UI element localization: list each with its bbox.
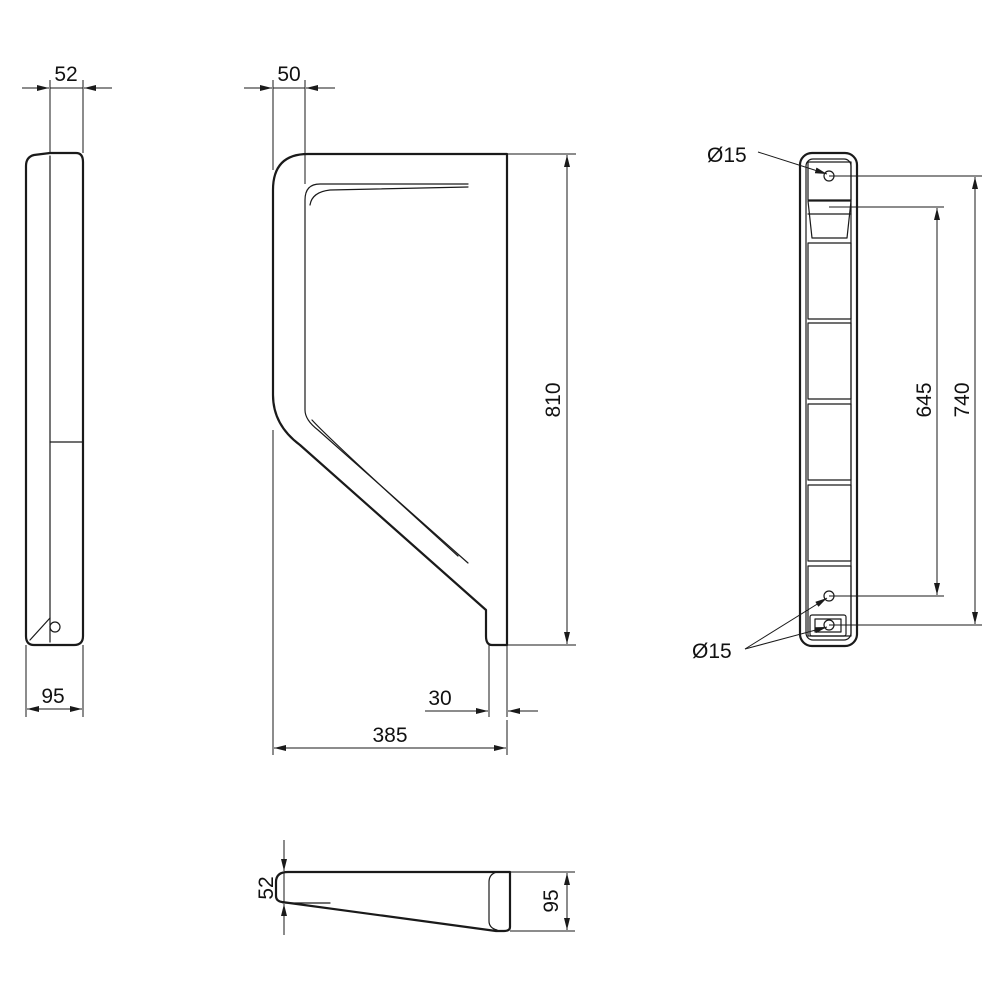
front-lip-label: 30 — [428, 687, 451, 710]
back-view-cell-1 — [807, 242, 852, 320]
plan-view-end-face — [488, 871, 498, 931]
side-view-hole — [49, 621, 61, 633]
front-height-label: 810 — [542, 382, 565, 417]
front-wall-dimension: 50 — [244, 63, 335, 184]
side-width-dimension: 52 — [22, 63, 112, 153]
front-view-inner-shadow-top — [309, 186, 469, 206]
back-view-slot-top — [807, 200, 852, 239]
side-view-outline — [24, 151, 85, 647]
side-view — [24, 151, 85, 647]
back-outer-spacing-label: 740 — [951, 382, 974, 417]
back-inner-spacing-label: 645 — [913, 382, 936, 417]
side-view-diagonal-edge — [29, 617, 51, 641]
plan-view — [274, 870, 512, 933]
plan-large-label: 95 — [540, 889, 563, 912]
back-hole-bottom-callout: Ø15 — [692, 597, 828, 663]
plan-small-dimension: 52 — [255, 840, 287, 935]
back-view — [798, 151, 859, 648]
side-depth-label: 95 — [41, 685, 64, 708]
back-view-cell-4 — [807, 484, 852, 562]
back-view-outline — [798, 151, 859, 648]
front-view — [271, 152, 509, 647]
front-lip-dimension: 30 — [425, 645, 538, 717]
front-height-dimension: 810 — [507, 153, 576, 646]
back-outer-spacing-dimension: 740 — [829, 175, 982, 626]
front-wall-label: 50 — [277, 63, 300, 86]
front-view-inner-contour — [304, 183, 469, 564]
front-width-label: 385 — [372, 724, 407, 747]
plan-view-outline — [274, 870, 512, 933]
back-view-cell-top — [807, 161, 852, 201]
back-view-cell-3 — [807, 403, 852, 481]
front-view-outline — [271, 152, 509, 647]
back-view-cell-2 — [807, 322, 852, 400]
plan-large-dimension: 95 — [510, 871, 575, 932]
plan-small-label: 52 — [255, 876, 278, 899]
back-inner-spacing-dimension: 645 — [829, 206, 944, 597]
side-depth-dimension: 95 — [25, 645, 84, 717]
side-width-label: 52 — [54, 63, 77, 86]
back-hole-top-callout: Ø15 — [707, 144, 828, 175]
front-view-inner-shadow-bottom — [311, 419, 459, 557]
back-hole-top-label: Ø15 — [707, 144, 747, 167]
back-hole-bottom-label: Ø15 — [692, 640, 732, 663]
front-width-dimension: 385 — [272, 430, 508, 755]
